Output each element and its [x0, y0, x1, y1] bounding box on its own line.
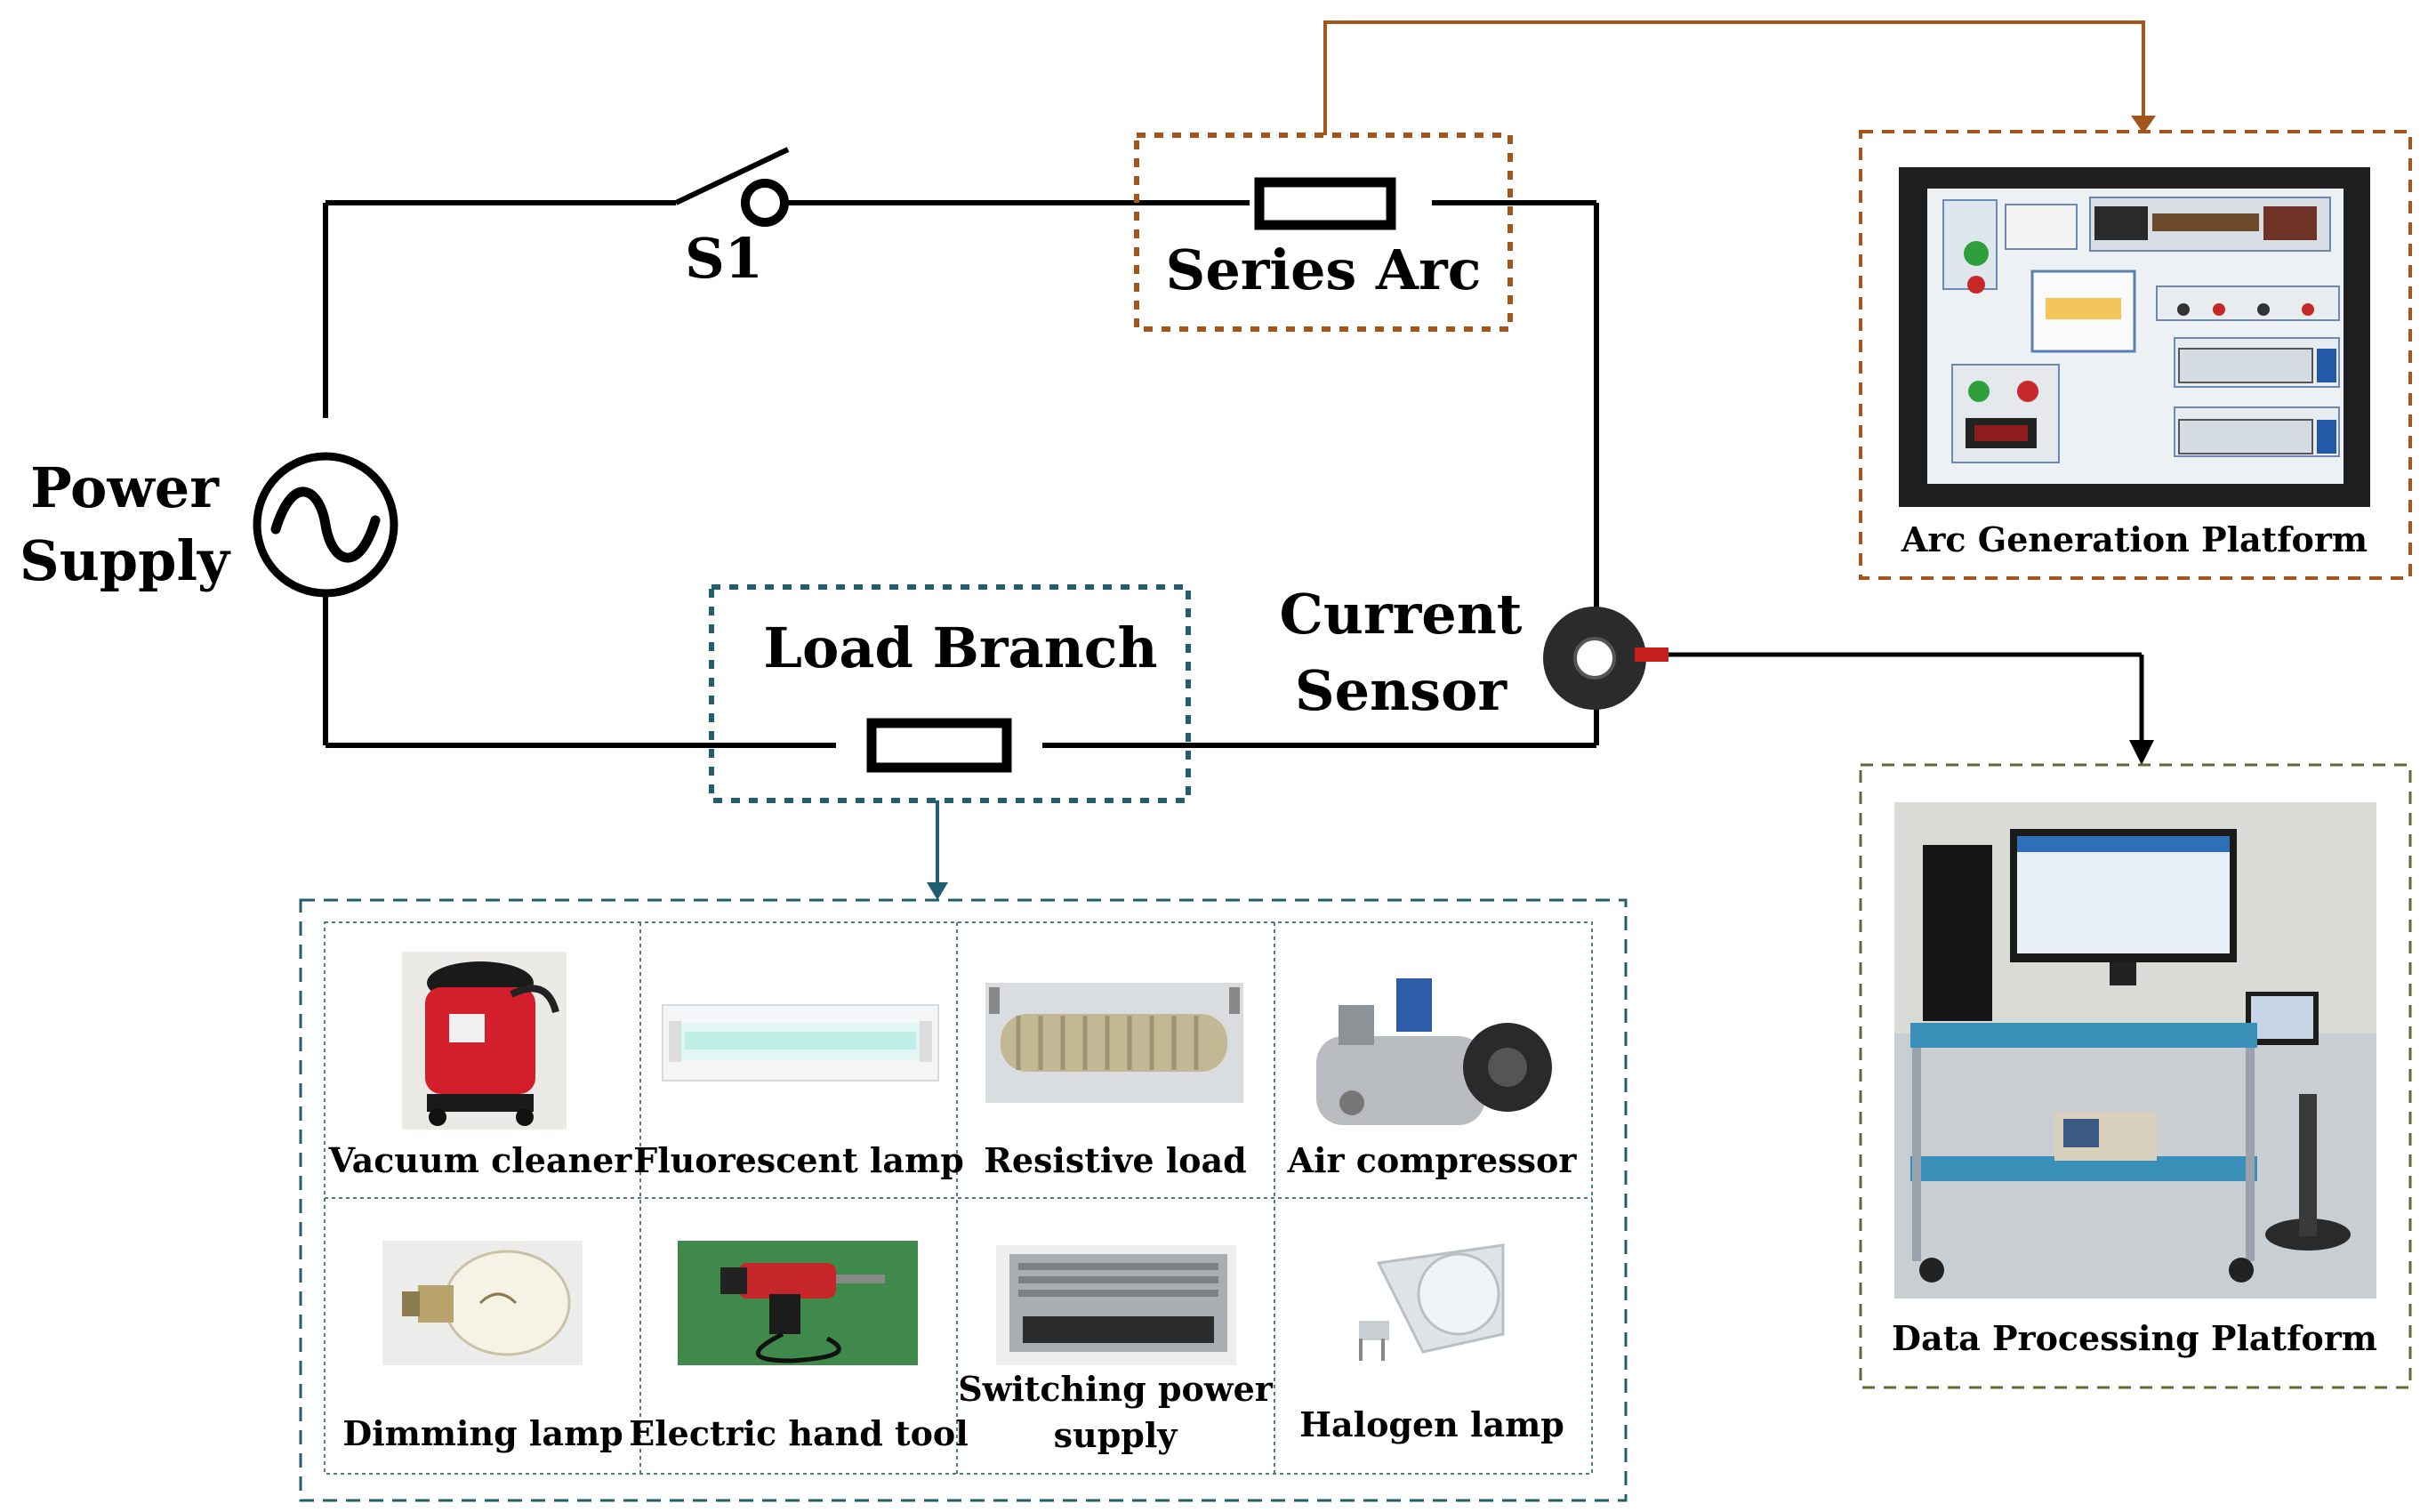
load-label-fluorescent-lamp: Fluorescent lamp: [633, 1140, 964, 1180]
load-label-electric-hand-tool: Electric hand tool: [629, 1413, 968, 1453]
arc-platform-box: [1859, 130, 2412, 580]
load-branch-box: [709, 584, 1191, 803]
load-label-switching-power-supply-1: Switching power: [958, 1369, 1274, 1409]
electric-hand-tool-photo: [678, 1241, 918, 1365]
loads-grid: Vacuum cleaner Fluorescent lamp: [299, 898, 1628, 1502]
data-processing-platform: Data Processing Platform: [1859, 763, 2412, 1389]
sensor-link-arrow: [2129, 740, 2154, 765]
current-sensor-label-2: Sensor: [1295, 658, 1508, 723]
loads-box: [299, 898, 1628, 1502]
switch-s1: S1: [614, 147, 790, 291]
load-branch: Load Branch: [709, 584, 1191, 803]
data-platform-box: [1859, 763, 2412, 1389]
series-arc-label: Series Arc: [1166, 237, 1482, 302]
switching-power-supply-photo: [996, 1245, 1236, 1365]
load-label-resistive-load: Resistive load: [984, 1140, 1246, 1180]
air-compressor-photo: [1316, 978, 1552, 1125]
resistive-load-photo: [985, 983, 1243, 1103]
load-label-air-compressor: Air compressor: [1287, 1140, 1578, 1180]
dimming-lamp-photo: [382, 1241, 583, 1365]
arc-generation-platform: Arc Generation Platform: [1859, 130, 2412, 580]
load-link-arrow: [927, 882, 948, 900]
load-label-vacuum-cleaner: Vacuum cleaner: [328, 1140, 633, 1180]
load-resistor-symbol: [866, 718, 1012, 773]
ac-sine-icon: [270, 487, 381, 563]
switch-label: S1: [685, 226, 763, 291]
load-label-switching-power-supply-2: supply: [1054, 1415, 1178, 1455]
arc-link-arrow: [2131, 116, 2156, 133]
circuit-wires: [323, 200, 1599, 748]
halogen-lamp-photo: [1359, 1243, 1505, 1361]
arc-link-line: [1323, 20, 2145, 135]
arc-platform-label: Arc Generation Platform: [1901, 519, 2368, 559]
current-sensor: Current Sensor: [1280, 582, 2154, 765]
current-sensor-label-1: Current: [1280, 582, 1523, 647]
load-branch-label: Load Branch: [763, 615, 1157, 680]
power-supply-label-1: Power: [30, 455, 220, 520]
load-label-halogen-lamp: Halogen lamp: [1299, 1404, 1564, 1444]
power-supply-label-2: Supply: [20, 528, 231, 593]
data-platform-label: Data Processing Platform: [1892, 1318, 2377, 1358]
fluorescent-lamp-photo: [662, 1004, 939, 1082]
series-arc: Series Arc: [1134, 133, 1513, 332]
vacuum-cleaner-photo: [402, 952, 567, 1130]
load-label-dimming-lamp: Dimming lamp: [342, 1413, 623, 1453]
arc-resistor-symbol: [1254, 177, 1396, 230]
power-supply: Power Supply: [20, 452, 398, 598]
